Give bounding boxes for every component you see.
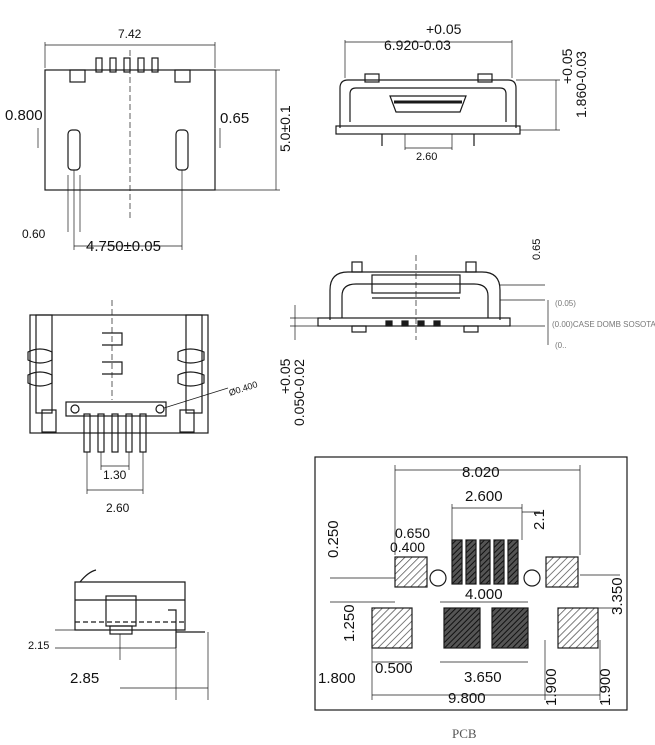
pcb-title: PCB [452,726,477,741]
front-pin-span-label: 2.60 [416,151,437,163]
top-peg-pitch-label: 4.750±0.05 [86,238,161,255]
pcb-side-height-label: 3.350 [609,577,626,615]
profile-view [55,569,209,700]
profile-depth-label: 2.85 [70,670,99,687]
pcb-top-height-label: 2.1 [531,509,548,530]
front-height-tol-label: +0.05 [559,48,575,84]
top-side-gap-label: 0.65 [220,110,249,127]
side-note-2: (0.00)CASE DOMB SOSOTAC [552,320,655,329]
pcb-pad-span-label: 2.600 [465,488,503,505]
pcb-outer-pitch-label: 9.800 [448,690,486,707]
pcb-large-pad-h-label: 1.250 [341,604,358,642]
pcb-inner-pitch-label: 3.650 [464,669,502,686]
pcb-pad-pitch-label: 0.650 [395,525,430,541]
front-height-label: 1.860-0.03 [573,51,589,118]
profile-height-label: 2.15 [28,640,49,652]
pcb-pad-width-label: 0.400 [390,539,425,555]
top-width-label: 7.42 [118,27,142,41]
bottom-view [27,300,229,494]
side-view [290,255,549,345]
front-width-tol-label: +0.05 [426,21,462,37]
side-height-label: 0.65 [531,239,543,260]
pcb-bottom-h1-label: 1.900 [543,668,560,706]
top-pin-offset-label: 0.800 [5,107,43,124]
front-view [335,40,560,150]
top-height-label: 5.0±0.1 [277,105,293,152]
pcb-bottom-h2-label: 1.900 [597,668,614,706]
pcb-layout [314,456,628,711]
pcb-outer-w-label: 1.800 [318,670,356,687]
side-offset-label: 0.050-0.02 [291,359,307,426]
dimension-labels: 7.42 0.800 0.65 5.0±0.1 0.60 4.750±0.05 … [5,21,655,741]
top-peg-width-label: 0.60 [22,227,46,241]
bottom-pin-span-label: 2.60 [106,501,130,515]
pcb-hole-pitch-label: 4.000 [465,586,503,603]
pcb-pad-gap-label: 0.250 [325,520,342,558]
side-offset-tol-label: +0.05 [277,358,293,394]
side-note-1: (0.05) [555,299,576,308]
side-note-3: (0.. [555,341,567,350]
pcb-total-width-label: 8.020 [462,464,500,481]
bottom-pin-pitch-label: 1.30 [103,468,127,482]
front-width-label: 6.920-0.03 [384,37,451,53]
pcb-large-pad-gap-label: 0.500 [375,660,413,677]
bottom-hole-label: Ø0.400 [228,379,259,398]
top-view [37,42,280,250]
